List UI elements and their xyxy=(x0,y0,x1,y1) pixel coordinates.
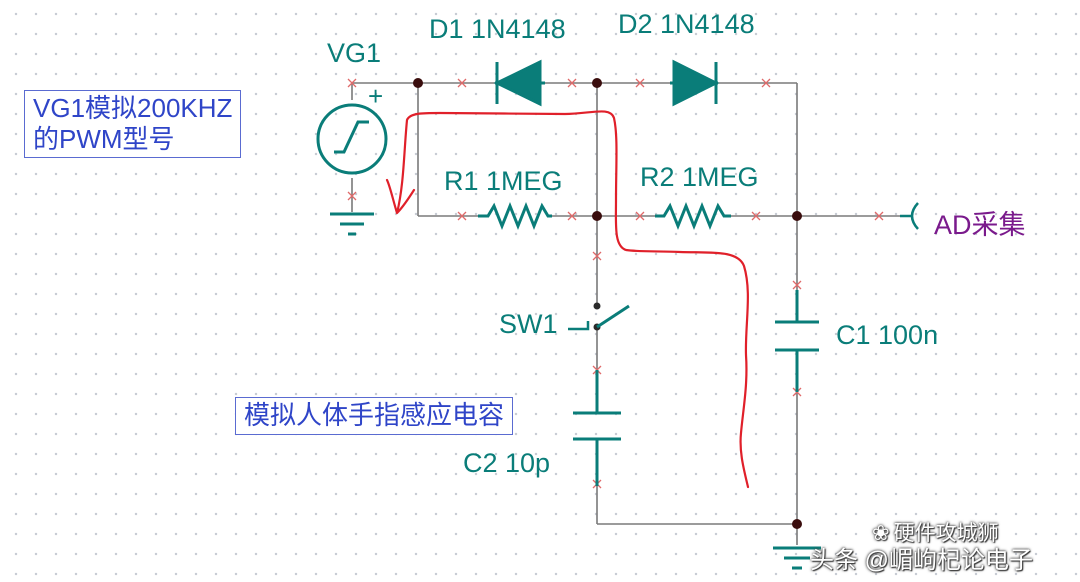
current-path-annotation xyxy=(385,110,750,489)
vg1-source-symbol[interactable] xyxy=(316,103,388,175)
sw1-switch-symbol[interactable] xyxy=(568,302,630,331)
d2-diode-symbol[interactable] xyxy=(670,59,720,107)
pin-markers xyxy=(347,78,884,489)
c1-label: C1 100n xyxy=(836,320,939,350)
ad-output-connector-symbol[interactable] xyxy=(900,202,919,230)
wires xyxy=(351,82,900,545)
junction-nodes xyxy=(413,78,802,529)
c1-capacitor-symbol[interactable] xyxy=(775,290,819,392)
ground-symbol-vg1 xyxy=(330,212,374,236)
r1-resistor-symbol[interactable] xyxy=(478,201,552,231)
r2-resistor-symbol[interactable] xyxy=(655,201,731,231)
vg1-description-note: VG1模拟200KHZ 的PWM型号 xyxy=(24,90,242,159)
r1-label: R1 1MEG xyxy=(444,166,563,196)
sw1-label: SW1 xyxy=(499,309,558,339)
d1-label: D1 1N4148 xyxy=(429,14,566,44)
d2-label: D2 1N4148 xyxy=(618,9,755,39)
ground-symbol-main xyxy=(773,546,821,570)
ad-sampling-label: AD采集 xyxy=(934,210,1026,240)
vg1-label: VG1 xyxy=(327,38,382,68)
vg1-description-line1: VG1模拟200KHZ xyxy=(33,93,233,123)
r2-label: R2 1MEG xyxy=(640,162,759,192)
touch-capacitance-note: 模拟人体手指感应电容 xyxy=(235,397,514,435)
touch-capacitance-text: 模拟人体手指感应电容 xyxy=(244,400,505,430)
d1-diode-symbol[interactable] xyxy=(493,59,545,107)
c2-label: C2 10p xyxy=(463,448,551,478)
c2-capacitor-symbol[interactable] xyxy=(573,370,621,486)
wechat-icon: ❀ xyxy=(872,522,890,545)
watermark-top-text: 硬件攻城狮 xyxy=(893,522,999,545)
watermark-bottom: 头条 @嵋岣杞论电子 xyxy=(810,547,1034,574)
watermark-top: ❀硬件攻城狮 xyxy=(872,517,999,547)
vg1-description-line2: 的PWM型号 xyxy=(33,123,175,154)
vg1-polarity-label: + xyxy=(368,81,384,111)
